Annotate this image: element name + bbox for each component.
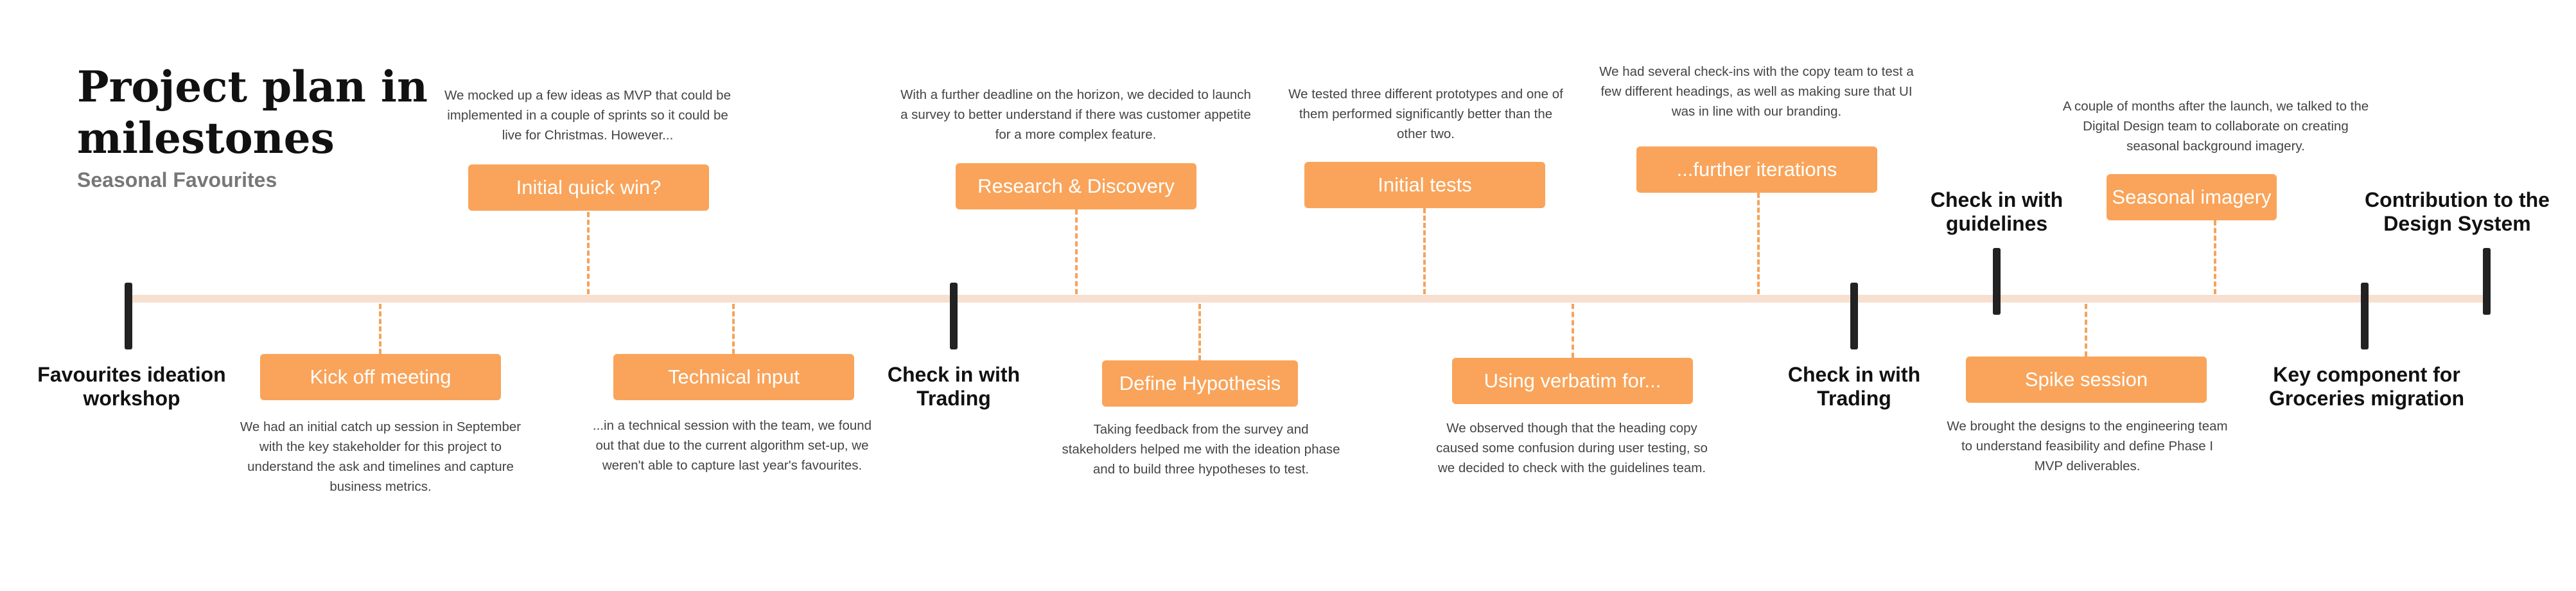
step-hypothesis: Define Hypothesis: [1102, 360, 1298, 407]
connector-verbatim: [1572, 304, 1574, 358]
step-description-kickoff: We had an initial catch up session in Se…: [240, 419, 521, 494]
milestone-marker-trading-2: [1850, 283, 1858, 349]
connector-initial-tests: [1423, 208, 1426, 294]
connector-spike: [2085, 304, 2087, 357]
milestone-marker-guidelines: [1993, 248, 2001, 315]
milestone-label-groceries: Key component for Groceries migration: [2268, 363, 2465, 410]
step-description-quick-win: We mocked up a few ideas as MVP that cou…: [444, 88, 731, 143]
connector-iterations: [1757, 193, 1760, 294]
page-subtitle: Seasonal Favourites: [77, 168, 277, 191]
step-description-technical: ...in a technical session with the team,…: [592, 418, 872, 473]
step-description-spike: We brought the designs to the engineerin…: [1947, 419, 2228, 473]
step-description-seasonal: A couple of months after the launch, we …: [2062, 99, 2369, 154]
milestone-label-guidelines: Check in with guidelines: [1930, 188, 2063, 235]
connector-hypothesis: [1198, 304, 1201, 360]
step-spike: Spike session: [1966, 357, 2207, 403]
connector-technical: [732, 304, 735, 354]
step-description-initial-tests: We tested three different prototypes and…: [1288, 87, 1563, 141]
step-initial-tests: Initial tests: [1304, 162, 1545, 208]
milestone-label-trading-2: Check in with Trading: [1787, 363, 1921, 410]
connector-kickoff: [379, 304, 381, 354]
milestone-marker-design-system: [2483, 248, 2491, 315]
milestone-marker-trading-1: [950, 283, 958, 349]
page-title: Project plan in milestones: [77, 62, 428, 163]
step-description-iterations: We had several check-ins with the copy t…: [1599, 64, 1914, 119]
milestone-label-design-system: Contribution to the Design System: [2365, 188, 2550, 235]
milestone-label-trading-1: Check in with Trading: [887, 363, 1021, 410]
connector-quick-win: [587, 212, 590, 294]
step-iterations: ...further iterations: [1636, 146, 1877, 193]
step-seasonal: Seasonal imagery: [2107, 174, 2277, 220]
connector-seasonal: [2214, 220, 2216, 294]
step-description-verbatim: We observed though that the heading copy…: [1436, 421, 1708, 475]
milestone-label-ideation: Favourites ideation workshop: [37, 363, 226, 410]
step-description-research: With a further deadline on the horizon, …: [900, 87, 1251, 142]
step-verbatim: Using verbatim for...: [1452, 358, 1693, 404]
timeline-axis: [128, 295, 2485, 303]
connector-research: [1075, 209, 1078, 294]
step-quick-win: Initial quick win?: [468, 164, 709, 211]
step-description-hypothesis: Taking feedback from the survey and stak…: [1062, 422, 1340, 477]
step-research: Research & Discovery: [956, 163, 1196, 209]
step-technical: Technical input: [613, 354, 854, 400]
milestone-marker-ideation: [125, 283, 132, 349]
milestone-marker-groceries: [2361, 283, 2369, 349]
step-kickoff: Kick off meeting: [260, 354, 501, 400]
